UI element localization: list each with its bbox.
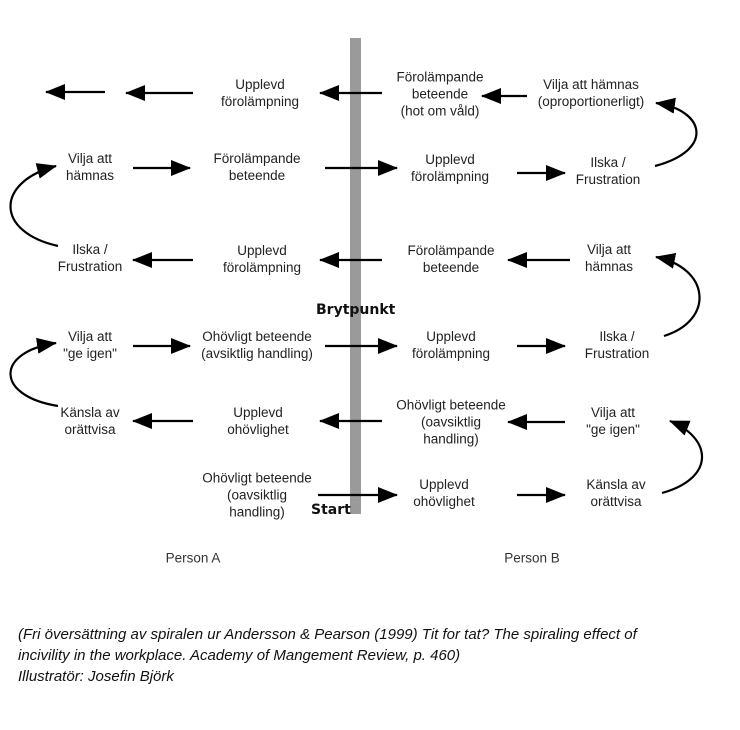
node-line: Ohövligt beteende	[202, 329, 312, 344]
node-line: orättvisa	[64, 422, 116, 437]
node-line: (oavsiktlig	[226, 487, 288, 503]
node-line: (oavsiktlig	[420, 414, 482, 430]
node-a-vilja-att-hamnas: Vilja att hämnas	[66, 150, 114, 184]
node-line: Frustration	[57, 259, 123, 274]
node-a-upplevd-ohovlighet: Upplevd ohövlighet	[227, 404, 289, 438]
node-line: Upplevd	[426, 329, 476, 344]
node-line: beteende	[422, 260, 480, 275]
node-a-vilja-att-ge-igen: Vilja att "ge igen"	[63, 328, 117, 362]
node-line: Upplevd	[237, 243, 287, 258]
node-b-kansla-av-orattvisa: Känsla av orättvisa	[586, 476, 645, 510]
node-line: förolämpning	[220, 94, 300, 109]
node-line: Förolämpande	[213, 151, 301, 166]
node-line: (hot om våld)	[400, 103, 480, 119]
node-line: "ge igen"	[63, 346, 117, 361]
node-b-forolampande-beteende-hot: Förolämpande beteende (hot om våld)	[396, 69, 483, 120]
breakpoint-label: Brytpunkt	[316, 302, 396, 318]
node-line: Förolämpande	[396, 69, 484, 85]
node-a-upplevd-forolampning-1: Upplevd förolämpning	[221, 76, 299, 110]
node-b-ilska-frustration-4: Ilska / Frustration	[585, 328, 650, 362]
node-line: förolämpning	[411, 346, 491, 361]
node-line: Ilska /	[590, 155, 626, 170]
node-b-vilja-att-hamnas-oproportionerligt: Vilja att hämnas (oproportionerligt)	[538, 76, 645, 110]
start-label: Start	[311, 502, 351, 518]
node-line: Ilska /	[72, 242, 108, 257]
node-a-ilska-frustration: Ilska / Frustration	[58, 241, 123, 275]
node-line: Upplevd	[233, 405, 283, 420]
node-a-ohovligt-beteende-avsiktlig: Ohövligt beteende (avsiktlig handling)	[201, 328, 313, 362]
source-caption: (Fri översättning av spiralen ur Anderss…	[18, 624, 733, 687]
node-line: Ohövligt beteende	[202, 470, 312, 486]
node-line: Upplevd	[425, 152, 475, 167]
node-line: Ilska /	[599, 329, 635, 344]
node-b-upplevd-ohovlighet: Upplevd ohövlighet	[413, 476, 475, 510]
caption-line: (Fri översättning av spiralen ur Anderss…	[18, 626, 637, 643]
curved-arrow	[655, 252, 701, 338]
node-b-forolampande-beteende-3: Förolämpande beteende	[407, 242, 494, 276]
curved-arrow	[654, 97, 698, 168]
node-line: handling)	[423, 431, 479, 447]
node-line: förolämpning	[410, 169, 490, 184]
node-line: handling)	[229, 504, 285, 520]
node-line: (avsiktlig handling)	[201, 346, 313, 361]
node-line: förolämpning	[222, 260, 302, 275]
node-line: Upplevd	[419, 477, 469, 492]
node-line: Känsla av	[60, 405, 120, 420]
caption-line: Illustratör: Josefin Björk	[18, 668, 174, 685]
node-line: orättvisa	[590, 494, 642, 509]
person-a-label: Person A	[165, 550, 221, 566]
node-line: Vilja att	[590, 405, 636, 420]
node-b-ilska-frustration-2: Ilska / Frustration	[576, 154, 641, 188]
node-line: Vilja att	[586, 242, 632, 257]
node-line: ohövlighet	[413, 494, 475, 509]
node-line: ohövlighet	[227, 422, 289, 437]
person-b-label: Person B	[504, 550, 560, 566]
node-b-upplevd-forolampning-2: Upplevd förolämpning	[411, 151, 489, 185]
node-line: hämnas	[65, 168, 115, 183]
curved-arrow	[661, 419, 704, 495]
node-line: Upplevd	[235, 77, 285, 92]
curved-arrow	[9, 337, 59, 408]
node-a-forolampande-beteende: Förolämpande beteende	[213, 150, 300, 184]
node-line: Frustration	[584, 346, 650, 361]
node-line: Ohövligt beteende	[396, 397, 506, 413]
node-line: Känsla av	[586, 477, 646, 492]
node-line: Förolämpande	[407, 243, 495, 258]
breakpoint-divider	[350, 38, 361, 514]
caption-line: incivility in the workplace. Academy of …	[18, 647, 461, 664]
node-b-vilja-att-ge-igen: Vilja att "ge igen"	[586, 404, 640, 438]
node-line: (oproportionerligt)	[537, 94, 645, 109]
node-line: beteende	[411, 86, 469, 102]
node-line: Vilja att	[67, 151, 113, 166]
node-line: Vilja att hämnas	[543, 77, 639, 92]
node-b-vilja-att-hamnas-3: Vilja att hämnas	[585, 241, 633, 275]
node-a-upplevd-forolampning-3: Upplevd förolämpning	[223, 242, 301, 276]
node-a-kansla-av-orattvisa: Känsla av orättvisa	[60, 404, 119, 438]
node-line: "ge igen"	[586, 422, 640, 437]
node-a-ohovligt-beteende-oavsiktlig: Ohövligt beteende (oavsiktlig handling)	[202, 470, 312, 521]
curved-arrow	[9, 163, 59, 248]
node-b-ohovligt-beteende-oavsiktlig: Ohövligt beteende (oavsiktlig handling)	[396, 397, 506, 448]
node-b-upplevd-forolampning-4: Upplevd förolämpning	[412, 328, 490, 362]
node-line: beteende	[228, 168, 286, 183]
node-line: Vilja att	[67, 329, 113, 344]
node-line: hämnas	[584, 259, 634, 274]
node-line: Frustration	[575, 172, 641, 187]
